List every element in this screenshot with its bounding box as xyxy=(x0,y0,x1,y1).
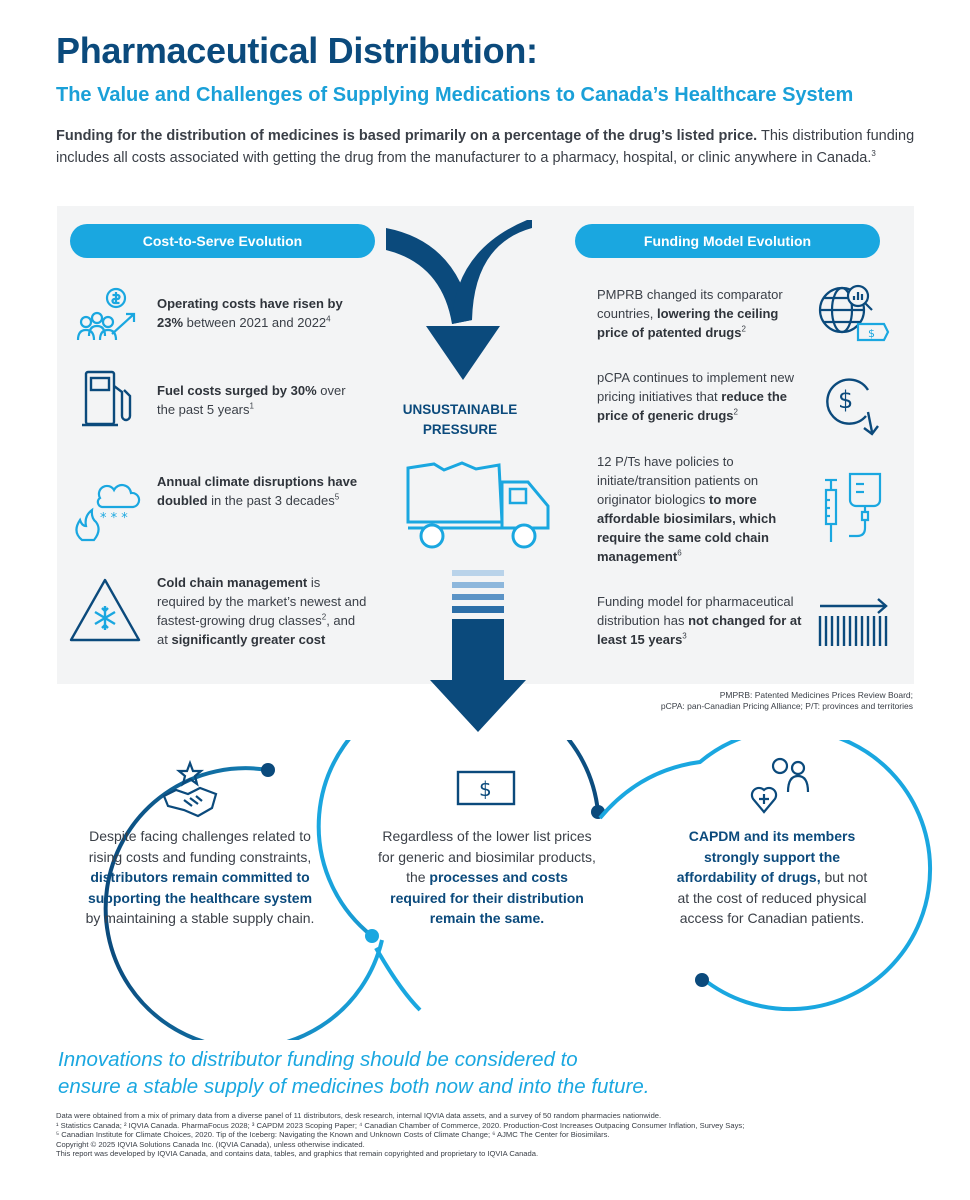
intro-bold: Funding for the distribution of medicine… xyxy=(56,128,758,144)
right-item-3-sup: 6 xyxy=(677,548,682,558)
footnote-line: Copyright © 2025 IQVIA Solutions Canada … xyxy=(56,1139,365,1149)
closing-line1: Innovations to distributor funding shoul… xyxy=(58,1048,578,1071)
right-item-2-sup: 2 xyxy=(733,407,738,417)
fuel-pump-icon xyxy=(82,370,132,427)
footnote-line: ⁵ Canadian Institute for Climate Choices… xyxy=(56,1130,610,1140)
left-item-4-bold: Cold chain management xyxy=(157,575,308,590)
truck-icon xyxy=(406,461,550,549)
right-item-1: PMPRB changed its comparator countries, … xyxy=(597,285,802,342)
cold-chain-warning-icon xyxy=(69,578,141,642)
abbreviation-line1: PMPRB: Patented Medicines Prices Review … xyxy=(719,690,913,700)
svg-text:* * *: * * * xyxy=(100,511,128,526)
left-item-4: Cold chain management is required by the… xyxy=(157,573,367,649)
left-item-2-sup: 1 xyxy=(249,401,254,411)
syringe-iv-bag-icon xyxy=(824,472,882,542)
svg-text:$: $ xyxy=(868,327,875,340)
evolution-panel xyxy=(57,206,914,684)
page-title: Pharmaceutical Distribution: xyxy=(56,30,538,71)
circle-3-text-b: but not at the cost of reduced physical … xyxy=(677,869,868,926)
right-item-4-bold: not changed for at least 15 years xyxy=(597,613,802,647)
left-item-1-text: between 2021 and 2022 xyxy=(183,315,327,330)
footnotes: Data were obtained from a mix of primary… xyxy=(56,1111,936,1159)
left-item-2-bold: Fuel costs surged by 30% xyxy=(157,383,317,398)
circle-1-text: Despite facing challenges related to ris… xyxy=(80,826,320,929)
left-item-3-sup: 5 xyxy=(334,492,340,502)
footnote-line: ¹ Statistics Canada; ² IQVIA Canada. Pha… xyxy=(56,1120,745,1130)
right-item-1-sup: 2 xyxy=(741,324,746,334)
right-item-2: pCPA continues to implement new pricing … xyxy=(597,368,807,425)
right-item-1-text: PMPRB changed its comparator countries, xyxy=(597,287,783,321)
dollar-decrease-icon: $ xyxy=(826,378,879,436)
left-item-1-bold: Operating costs have risen by 23% xyxy=(157,296,343,330)
right-item-3: 12 P/Ts have policies to initiate/transi… xyxy=(597,452,802,566)
intro-sup: 3 xyxy=(871,149,876,159)
circle-1-bold: distributors remain committed to support… xyxy=(87,869,313,906)
circle-3-bold: CAPDM and its members strongly support t… xyxy=(676,828,856,885)
right-item-3-bold: to more affordable biosimilars, which re… xyxy=(597,492,777,564)
left-item-4-text: is required by the market’s newest and f… xyxy=(157,575,367,628)
people-heart-care-icon xyxy=(750,757,810,814)
left-item-1: Operating costs have risen by 23% betwee… xyxy=(157,294,367,332)
abbreviation-line2: pCPA: pan-Canadian Pricing Alliance; P/T… xyxy=(660,701,913,711)
right-item-2-bold: reduce the price of generic drugs xyxy=(597,389,788,423)
footnote-line: Data were obtained from a mix of primary… xyxy=(56,1111,662,1120)
right-item-4-text: Funding model for pharmaceutical distrib… xyxy=(597,594,794,628)
intro-paragraph: Funding for the distribution of medicine… xyxy=(56,125,916,169)
closing-line2: ensure a stable supply of medicines both… xyxy=(58,1075,650,1098)
downward-arrow-icon xyxy=(430,570,526,732)
closing-statement: Innovations to distributor funding shoul… xyxy=(58,1046,918,1100)
page-subtitle: The Value and Challenges of Supplying Me… xyxy=(56,84,854,106)
circle-2-text: Regardless of the lower list prices for … xyxy=(378,826,596,929)
svg-text:$: $ xyxy=(479,777,492,801)
footnote-line: This report was developed by IQVIA Canad… xyxy=(56,1149,539,1159)
pressure-line1: UNSUSTAINABLE xyxy=(402,402,518,417)
right-item-3-text: 12 P/Ts have policies to initiate/transi… xyxy=(597,454,759,507)
funding-model-heading: Funding Model Evolution xyxy=(575,224,880,258)
wave-circles-graphic xyxy=(103,740,933,1040)
right-item-1-bold: lowering the ceiling price of patented d… xyxy=(597,306,779,340)
right-item-2-text: pCPA continues to implement new pricing … xyxy=(597,370,795,404)
cost-to-serve-heading: Cost-to-Serve Evolution xyxy=(70,224,375,258)
pressure-line2: PRESSURE xyxy=(422,422,498,437)
dollar-bill-icon: $ xyxy=(456,770,516,806)
unsustainable-pressure-label: UNSUSTAINABLE PRESSURE xyxy=(380,400,540,440)
right-item-4: Funding model for pharmaceutical distrib… xyxy=(597,592,807,649)
left-item-4-bold2: significantly greater cost xyxy=(171,632,326,647)
right-item-4-sup: 3 xyxy=(682,631,687,641)
left-item-3-text: in the past 3 decades xyxy=(207,493,335,508)
circle-1-text-a: Despite facing challenges related to ris… xyxy=(88,828,312,865)
left-item-2-text: over the past 5 years xyxy=(157,383,346,417)
left-item-4-sup: 2 xyxy=(321,612,327,622)
circle-2-text-a: Regardless of the lower list prices for … xyxy=(378,828,596,885)
intro-rest: This distribution funding includes all c… xyxy=(56,128,915,166)
svg-text:$: $ xyxy=(838,386,853,414)
climate-disruption-icon: * * * xyxy=(75,483,141,542)
barcode-arrow-icon xyxy=(818,598,888,646)
left-item-3: Annual climate disruptions have doubled … xyxy=(157,472,367,510)
globe-price-search-icon: $ xyxy=(818,284,890,342)
circle-1-text-b: by maintaining a stable supply chain. xyxy=(85,910,315,926)
circle-2-bold: processes and costs required for their d… xyxy=(390,869,584,926)
left-item-4-text2: , and at xyxy=(157,613,356,647)
left-item-3-bold: Annual climate disruptions have doubled xyxy=(157,474,358,508)
handshake-star-icon xyxy=(162,760,218,818)
abbreviations-note: PMPRB: Patented Medicines Prices Review … xyxy=(661,690,913,712)
merging-arrow-icon xyxy=(386,220,532,380)
people-dollar-growth-icon xyxy=(76,287,136,341)
left-item-2: Fuel costs surged by 30% over the past 5… xyxy=(157,381,367,419)
circle-3-text: CAPDM and its members strongly support t… xyxy=(672,826,872,929)
left-item-1-sup: 4 xyxy=(326,314,331,324)
